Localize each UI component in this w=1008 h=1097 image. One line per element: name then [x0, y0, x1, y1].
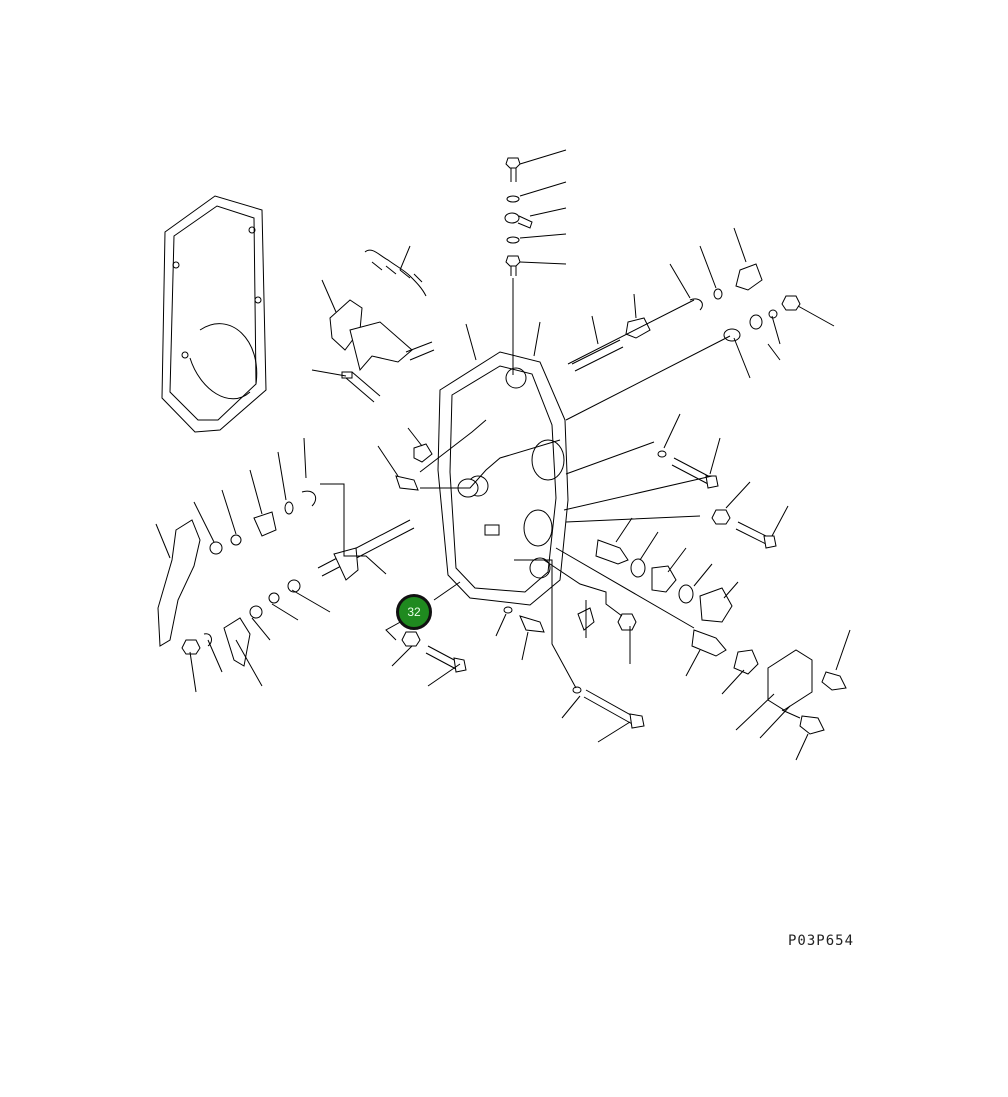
top-banjo-fittings [504, 157, 533, 375]
drawing-code-label: P03P654 [788, 933, 855, 949]
bottom-parts [401, 606, 645, 729]
callout-marker-32[interactable]: 32 [396, 594, 432, 630]
governor-housing [437, 351, 569, 606]
left-side-parts [157, 443, 479, 667]
spring-lever-assembly [329, 249, 435, 403]
rear-cover-gasket [161, 195, 267, 433]
leader-lines [155, 149, 851, 761]
